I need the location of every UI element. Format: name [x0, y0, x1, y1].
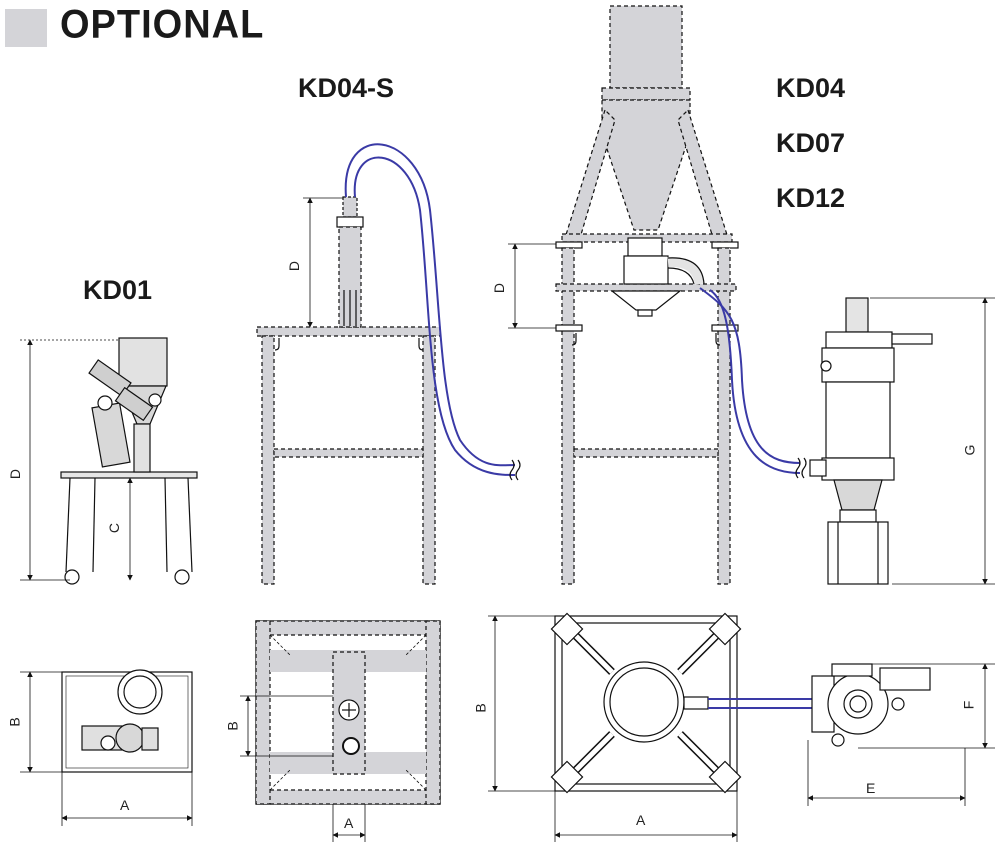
- dim-label-kd04s-a: A: [344, 815, 354, 831]
- dim-label-kd01-a: A: [120, 797, 130, 813]
- receiver-top-view: [811, 663, 931, 747]
- dim-label-receiver-g: G: [961, 444, 978, 456]
- model-label-kd12: KD12: [776, 183, 846, 213]
- kd04s-top-view: [255, 620, 441, 805]
- receiver-dimensions: [870, 297, 995, 585]
- dim-label-kd04-d: D: [491, 282, 508, 294]
- kd04s-top-dimensions: [240, 695, 366, 842]
- model-label-kd07: KD07: [776, 128, 846, 158]
- dim-label-kd04-b: B: [472, 703, 489, 713]
- page-title: OPTIONAL: [60, 2, 265, 48]
- kd01-top-dimensions: [20, 671, 193, 826]
- dim-label-kd01-d: D: [7, 468, 24, 480]
- kd04-top-view: [550, 612, 742, 794]
- kd04s-stand: [256, 326, 441, 585]
- model-label-kd01: KD01: [83, 275, 153, 305]
- kd04-hose: [699, 287, 801, 474]
- kd04-frame: [555, 108, 739, 585]
- header-swatch: [5, 9, 47, 47]
- kd04s-dimensions: [303, 197, 343, 328]
- dim-label-receiver-e: E: [866, 780, 876, 796]
- dim-label-kd01-b: B: [6, 717, 23, 727]
- model-label-kd04: KD04: [776, 73, 846, 103]
- kd04-hose-cut: [795, 457, 807, 479]
- dim-label-receiver-f: F: [960, 700, 977, 710]
- kd04s-loader: [336, 196, 364, 328]
- model-label-kd04s: KD04-S: [298, 73, 395, 103]
- dim-label-kd04s-b: B: [224, 721, 241, 731]
- kd01-top-view: [61, 669, 193, 773]
- kd01-side-view: [60, 337, 198, 585]
- kd04-loader: [610, 237, 705, 317]
- kd04-hopper: [601, 5, 691, 231]
- dim-label-kd04s-d: D: [286, 260, 303, 272]
- kd04s-hose: [344, 143, 516, 476]
- kd01-dimensions: [20, 339, 133, 581]
- receiver-side-view: [809, 297, 933, 585]
- kd04-top-hose: [708, 698, 812, 709]
- kd04-dimensions: [508, 243, 556, 329]
- dim-label-kd04-a: A: [636, 812, 646, 828]
- kd04-top-dimensions: [488, 615, 738, 842]
- receiver-top-dimensions: [807, 663, 995, 806]
- dim-label-kd01-c: C: [106, 522, 123, 534]
- kd04s-hose-cut: [509, 459, 521, 481]
